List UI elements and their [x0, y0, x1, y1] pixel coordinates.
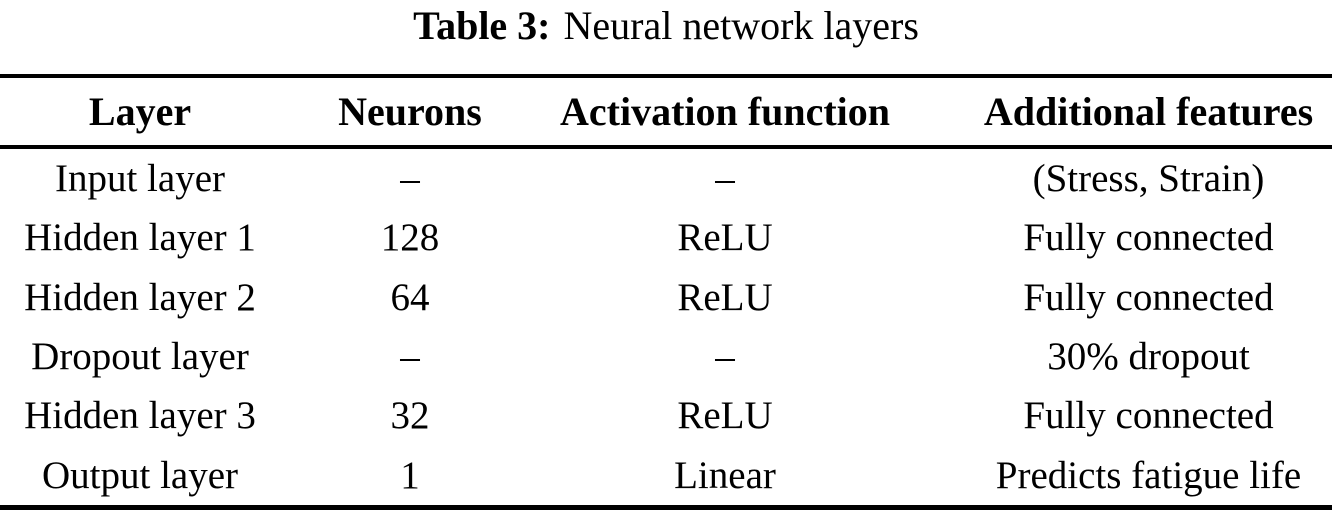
table-cell: Hidden layer 1	[24, 216, 256, 260]
column-header-additional-features: Additional features	[910, 76, 1332, 149]
table-cell: ReLU	[677, 275, 773, 319]
row-hidden-layer-3: Hidden layer 3 32 ReLU Fully connected	[0, 386, 1332, 445]
table-cell: Output layer	[41, 453, 239, 497]
table-cell: –	[400, 157, 420, 201]
table-cell: ReLU	[677, 394, 773, 438]
table-cell: (Stress, Strain)	[1032, 157, 1265, 201]
column-header-layer: Layer	[0, 76, 280, 149]
table-cell: 30% dropout	[1047, 335, 1250, 379]
table-cell: 32	[390, 394, 430, 438]
table-cell: Fully connected	[1023, 216, 1274, 260]
header-row: Layer Neurons Activation function Additi…	[0, 76, 1332, 149]
row-input-layer: Input layer – – (Stress, Strain)	[0, 147, 1332, 208]
table-cell: –	[400, 335, 420, 379]
table-caption: Table 3: Neural network layers	[0, 2, 1332, 50]
column-header-neurons: Neurons	[280, 76, 540, 149]
table-cell: Input layer	[54, 157, 225, 201]
column-header-activation-function: Activation function	[540, 76, 910, 149]
table-cell: Hidden layer 2	[24, 275, 256, 319]
table-cell: 1	[400, 453, 420, 497]
table-cell: Linear	[674, 453, 776, 497]
table-cell: Fully connected	[1023, 275, 1274, 319]
row-hidden-layer-1: Hidden layer 1 128 ReLU Fully connected	[0, 208, 1332, 267]
table-cell: 64	[390, 275, 430, 319]
table-cell: Hidden layer 3	[24, 394, 256, 438]
table-cell: –	[715, 335, 735, 379]
row-dropout-layer: Dropout layer – – 30% dropout	[0, 327, 1332, 386]
table-cell: Predicts fatigue life	[995, 453, 1302, 497]
table-cell: Fully connected	[1023, 394, 1274, 438]
neural-network-layers-table: Layer Neurons Activation function Additi…	[0, 74, 1332, 510]
table-caption-label: Table 3:	[413, 3, 551, 48]
table-cell: ReLU	[677, 216, 773, 260]
row-output-layer: Output layer 1 Linear Predicts fatigue l…	[0, 445, 1332, 507]
table-cell: –	[715, 157, 735, 201]
table-caption-title: Neural network layers	[563, 3, 919, 48]
table-cell: 128	[380, 216, 440, 260]
row-hidden-layer-2: Hidden layer 2 64 ReLU Fully connected	[0, 268, 1332, 327]
table-cell: Dropout layer	[31, 335, 249, 379]
